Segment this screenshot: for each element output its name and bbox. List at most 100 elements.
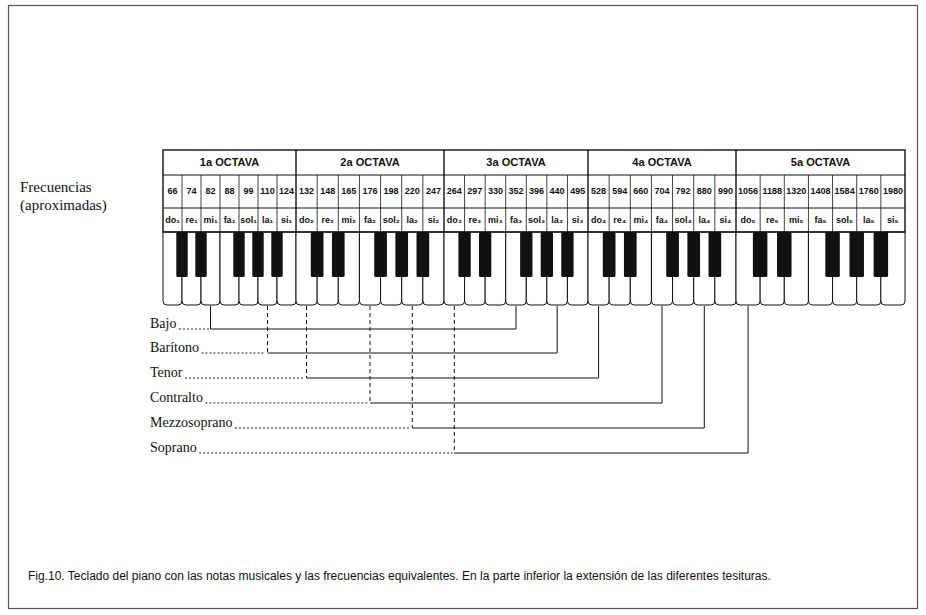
voice-label: Contralto xyxy=(150,390,203,406)
frequency-value: 1408 xyxy=(808,175,832,208)
frequency-value: 66 xyxy=(163,175,182,208)
range-start xyxy=(210,306,211,329)
frequency-value: 990 xyxy=(715,175,736,208)
note-name: la₂ xyxy=(402,208,423,232)
note-name: fa₂ xyxy=(359,208,380,232)
range-start xyxy=(454,306,455,453)
frequency-value: 594 xyxy=(609,175,630,208)
frequency-value: 1584 xyxy=(833,175,857,208)
black-key xyxy=(541,232,553,277)
frequency-value: 352 xyxy=(506,175,527,208)
cell-divider xyxy=(784,175,785,232)
range-line xyxy=(412,428,704,429)
note-name: sol₅ xyxy=(833,208,857,232)
note-name: do₃ xyxy=(444,208,465,232)
black-key xyxy=(374,232,387,277)
frequency-value: 82 xyxy=(201,175,220,208)
leader-dots xyxy=(235,427,410,428)
black-key xyxy=(479,232,491,277)
black-key xyxy=(176,232,187,277)
cell-divider xyxy=(220,175,221,232)
frequency-value: 704 xyxy=(651,175,672,208)
cell-divider xyxy=(808,175,809,232)
cell-divider xyxy=(338,175,339,232)
octave-divider xyxy=(587,150,588,232)
octave-divider xyxy=(735,150,736,232)
cell-divider xyxy=(526,175,527,232)
frequency-value: 74 xyxy=(182,175,201,208)
black-key xyxy=(561,232,573,277)
cell-divider xyxy=(714,175,715,232)
frequency-value: 220 xyxy=(402,175,423,208)
note-name: do₅ xyxy=(736,208,760,232)
range-end xyxy=(704,306,705,428)
cell-divider xyxy=(401,175,402,232)
note-name: fa₁ xyxy=(220,208,239,232)
frequency-value: 110 xyxy=(258,175,277,208)
frequency-value: 792 xyxy=(673,175,694,208)
cell-divider xyxy=(880,175,881,232)
frequency-value: 660 xyxy=(630,175,651,208)
frequency-value: 264 xyxy=(444,175,465,208)
cell-divider xyxy=(359,175,360,232)
frequency-value: 99 xyxy=(239,175,258,208)
frequency-value: 198 xyxy=(381,175,402,208)
black-key xyxy=(666,232,679,277)
note-name: fa₄ xyxy=(651,208,672,232)
range-start xyxy=(267,306,268,353)
cell-divider xyxy=(380,175,381,232)
range-end xyxy=(557,306,558,353)
voice-label: Mezzosoprano xyxy=(150,415,232,431)
frequency-value: 247 xyxy=(423,175,444,208)
frequency-value: 1980 xyxy=(881,175,905,208)
black-key xyxy=(271,232,282,277)
note-name: do₁ xyxy=(163,208,182,232)
leader-dots xyxy=(179,328,208,329)
range-line xyxy=(454,453,748,454)
range-line xyxy=(268,353,558,354)
cell-divider xyxy=(672,175,673,232)
note-name: sol₄ xyxy=(673,208,694,232)
range-end xyxy=(748,306,749,453)
note-name: do₄ xyxy=(588,208,609,232)
black-key xyxy=(417,232,430,277)
note-name: mi₅ xyxy=(784,208,808,232)
cell-divider xyxy=(258,175,259,232)
note-name: si₅ xyxy=(881,208,905,232)
frequency-value: 880 xyxy=(694,175,715,208)
note-name: re₃ xyxy=(465,208,486,232)
frequency-value: 132 xyxy=(296,175,317,208)
octave-header: 4a OCTAVA xyxy=(588,150,736,175)
cell-divider xyxy=(856,175,857,232)
cell-divider xyxy=(546,175,547,232)
frequency-value: 165 xyxy=(338,175,359,208)
black-key xyxy=(233,232,244,277)
octave-divider xyxy=(443,150,444,232)
table-border xyxy=(163,150,905,232)
range-start xyxy=(412,306,413,428)
range-end xyxy=(598,306,599,378)
frequency-value: 330 xyxy=(485,175,506,208)
range-start xyxy=(370,306,371,403)
octave-header: 1a OCTAVA xyxy=(163,150,296,175)
frequency-value: 1056 xyxy=(736,175,760,208)
cell-divider xyxy=(239,175,240,232)
cell-divider xyxy=(567,175,568,232)
note-name: sol₁ xyxy=(239,208,258,232)
black-key xyxy=(753,232,767,277)
note-name: mi₃ xyxy=(485,208,506,232)
note-name: do₂ xyxy=(296,208,317,232)
note-name: mi₂ xyxy=(338,208,359,232)
octave-header: 3a OCTAVA xyxy=(444,150,588,175)
range-line xyxy=(307,378,599,379)
voice-label: Bajo xyxy=(150,316,176,332)
note-name: sol₂ xyxy=(381,208,402,232)
frequency-value: 440 xyxy=(547,175,568,208)
note-name: mi₁ xyxy=(201,208,220,232)
range-end xyxy=(516,306,517,329)
black-key xyxy=(458,232,470,277)
black-key xyxy=(874,232,888,277)
black-key xyxy=(687,232,700,277)
black-key xyxy=(520,232,532,277)
